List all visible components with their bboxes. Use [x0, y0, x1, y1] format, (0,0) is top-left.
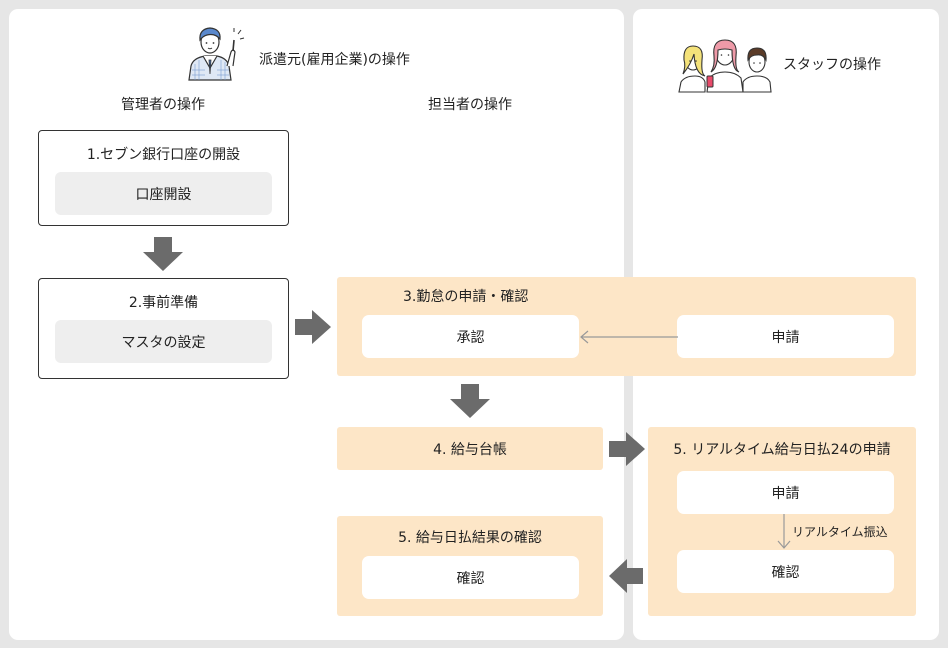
- realtime-confirm-button[interactable]: 確認: [677, 550, 894, 593]
- attendance-apply-button[interactable]: 申請: [677, 315, 894, 358]
- arrow-left-step5-result: [609, 559, 643, 593]
- person-header: 担当者の操作: [428, 97, 512, 113]
- arrow-down-step3-step4: [450, 384, 490, 418]
- three-staff-people-icon: [678, 39, 772, 93]
- step3-title: 3.勤怠の申請・確認: [403, 289, 529, 305]
- arrow-down-realtime-transfer: [777, 514, 791, 549]
- master-settings-button[interactable]: マスタの設定: [55, 320, 272, 363]
- businessman-pointing-icon: [188, 27, 245, 81]
- approve-button[interactable]: 承認: [362, 315, 579, 358]
- admin-header: 管理者の操作: [121, 97, 205, 113]
- staff-title: スタッフの操作: [783, 57, 881, 73]
- realtime-transfer-label: リアルタイム振込: [792, 525, 888, 539]
- arrow-left-apply-to-approve: [580, 330, 678, 344]
- step1-title: 1.セブン銀行口座の開設: [86, 147, 241, 163]
- result-confirm-button[interactable]: 確認: [362, 556, 579, 599]
- arrow-right-step4-step5: [609, 432, 645, 466]
- step5-result-title: 5. 給与日払結果の確認: [398, 530, 542, 546]
- realtime-apply-button[interactable]: 申請: [677, 471, 894, 514]
- company-title: 派遣元(雇用企業)の操作: [259, 52, 410, 68]
- open-account-button[interactable]: 口座開設: [55, 172, 272, 215]
- arrow-right-step2-step3: [295, 310, 331, 344]
- step5-realtime-title: 5. リアルタイム給与日払24の申請: [673, 442, 891, 458]
- arrow-down-step1-step2: [143, 237, 183, 271]
- step2-title: 2.事前準備: [128, 295, 199, 311]
- step4-payroll-ledger: 4. 給与台帳: [337, 427, 603, 470]
